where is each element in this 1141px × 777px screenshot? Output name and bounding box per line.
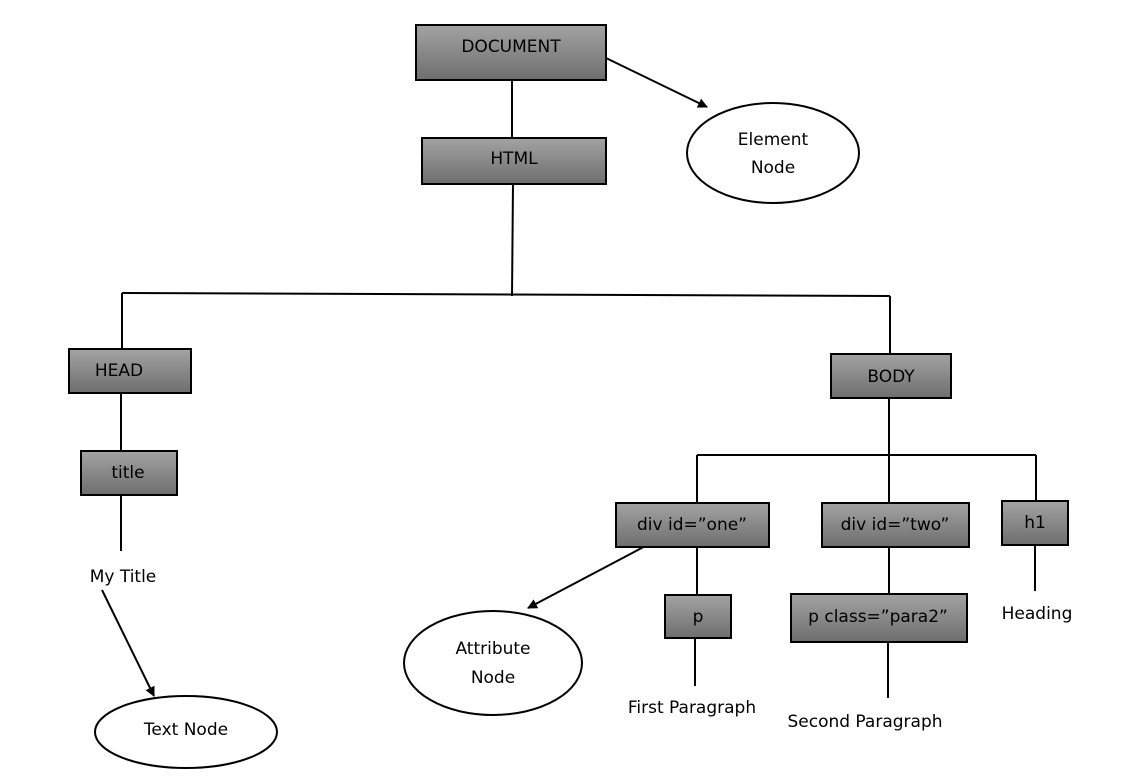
attribute-node-label-line1: Attribute (455, 639, 530, 659)
arrow-to-element-node (605, 57, 708, 108)
document-box (415, 24, 607, 81)
document-label: DOCUMENT (461, 37, 561, 57)
second-paragraph-text: Second Paragraph (787, 712, 942, 732)
head-label: HEAD (95, 361, 143, 381)
legend-ellipses (94, 102, 860, 769)
text-node-ellipse (94, 695, 278, 769)
arrow-to-text-node (101, 589, 155, 697)
p-label: p (693, 607, 704, 627)
head-box (68, 348, 192, 394)
html-box (421, 137, 607, 185)
h1-box (1001, 500, 1069, 546)
html-label: HTML (490, 149, 538, 169)
div-one-label: div id=”one” (637, 515, 747, 535)
attribute-node-ellipse (403, 610, 583, 716)
text-node-label: Text Node (143, 720, 228, 740)
connector-html-down (511, 183, 514, 297)
arrows (101, 57, 708, 697)
element-node-label-line2: Node (751, 158, 795, 178)
connectors (120, 80, 1037, 698)
first-paragraph-text: First Paragraph (628, 698, 756, 718)
element-node-ellipse (686, 102, 860, 204)
title-label: title (111, 463, 144, 483)
heading-text: Heading (1002, 604, 1073, 624)
div-two-label: div id=”two” (841, 515, 950, 535)
p-class-box (790, 593, 968, 643)
element-boxes (68, 24, 1069, 643)
div-one-box (615, 502, 770, 548)
attribute-node-label-line2: Node (471, 668, 515, 688)
p-class-label: p class=”para2” (808, 607, 948, 627)
h1-label: h1 (1024, 513, 1046, 533)
body-label: BODY (867, 367, 915, 387)
body-box (830, 353, 952, 399)
div-two-box (821, 502, 970, 548)
element-node-label-line1: Element (738, 130, 809, 150)
my-title-text: My Title (90, 567, 157, 587)
connector-branch-horizontal (121, 292, 891, 297)
title-box (80, 450, 178, 496)
p-box (664, 594, 732, 639)
